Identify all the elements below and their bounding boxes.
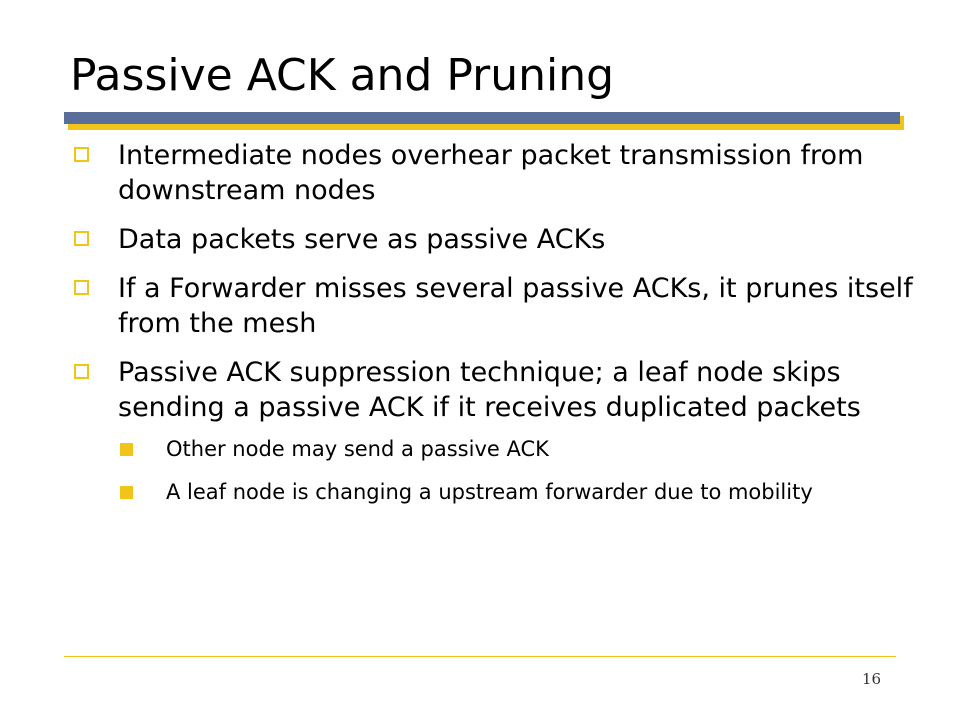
footer-divider [64,656,896,657]
bullet-text: Data packets serve as passive ACKs [118,224,606,255]
slide-title: Passive ACK and Pruning [70,50,615,101]
bullet-item: If a Forwarder misses several passive AC… [72,271,942,341]
hollow-square-bullet-icon [74,280,89,295]
bullet-text: Passive ACK suppression technique; a lea… [118,357,861,423]
sub-bullet-list: Other node may send a passive ACK A leaf… [118,435,942,507]
hollow-square-bullet-icon [74,231,89,246]
sub-bullet-item: A leaf node is changing a upstream forwa… [118,478,942,507]
sub-bullet-text: A leaf node is changing a upstream forwa… [166,480,813,504]
sub-bullet-text: Other node may send a passive ACK [166,437,549,461]
filled-square-bullet-icon [120,443,133,456]
hollow-square-bullet-icon [74,147,89,162]
bullet-text: If a Forwarder misses several passive AC… [118,273,913,339]
title-bar [64,112,900,124]
bullet-item: Data packets serve as passive ACKs [72,222,942,257]
bullet-text: Intermediate nodes overhear packet trans… [118,140,864,206]
hollow-square-bullet-icon [74,364,89,379]
page-number: 16 [862,670,882,688]
bullet-list: Intermediate nodes overhear packet trans… [72,138,942,521]
bullet-item: Passive ACK suppression technique; a lea… [72,355,942,507]
filled-square-bullet-icon [120,486,133,499]
sub-bullet-item: Other node may send a passive ACK [118,435,942,464]
bullet-item: Intermediate nodes overhear packet trans… [72,138,942,208]
